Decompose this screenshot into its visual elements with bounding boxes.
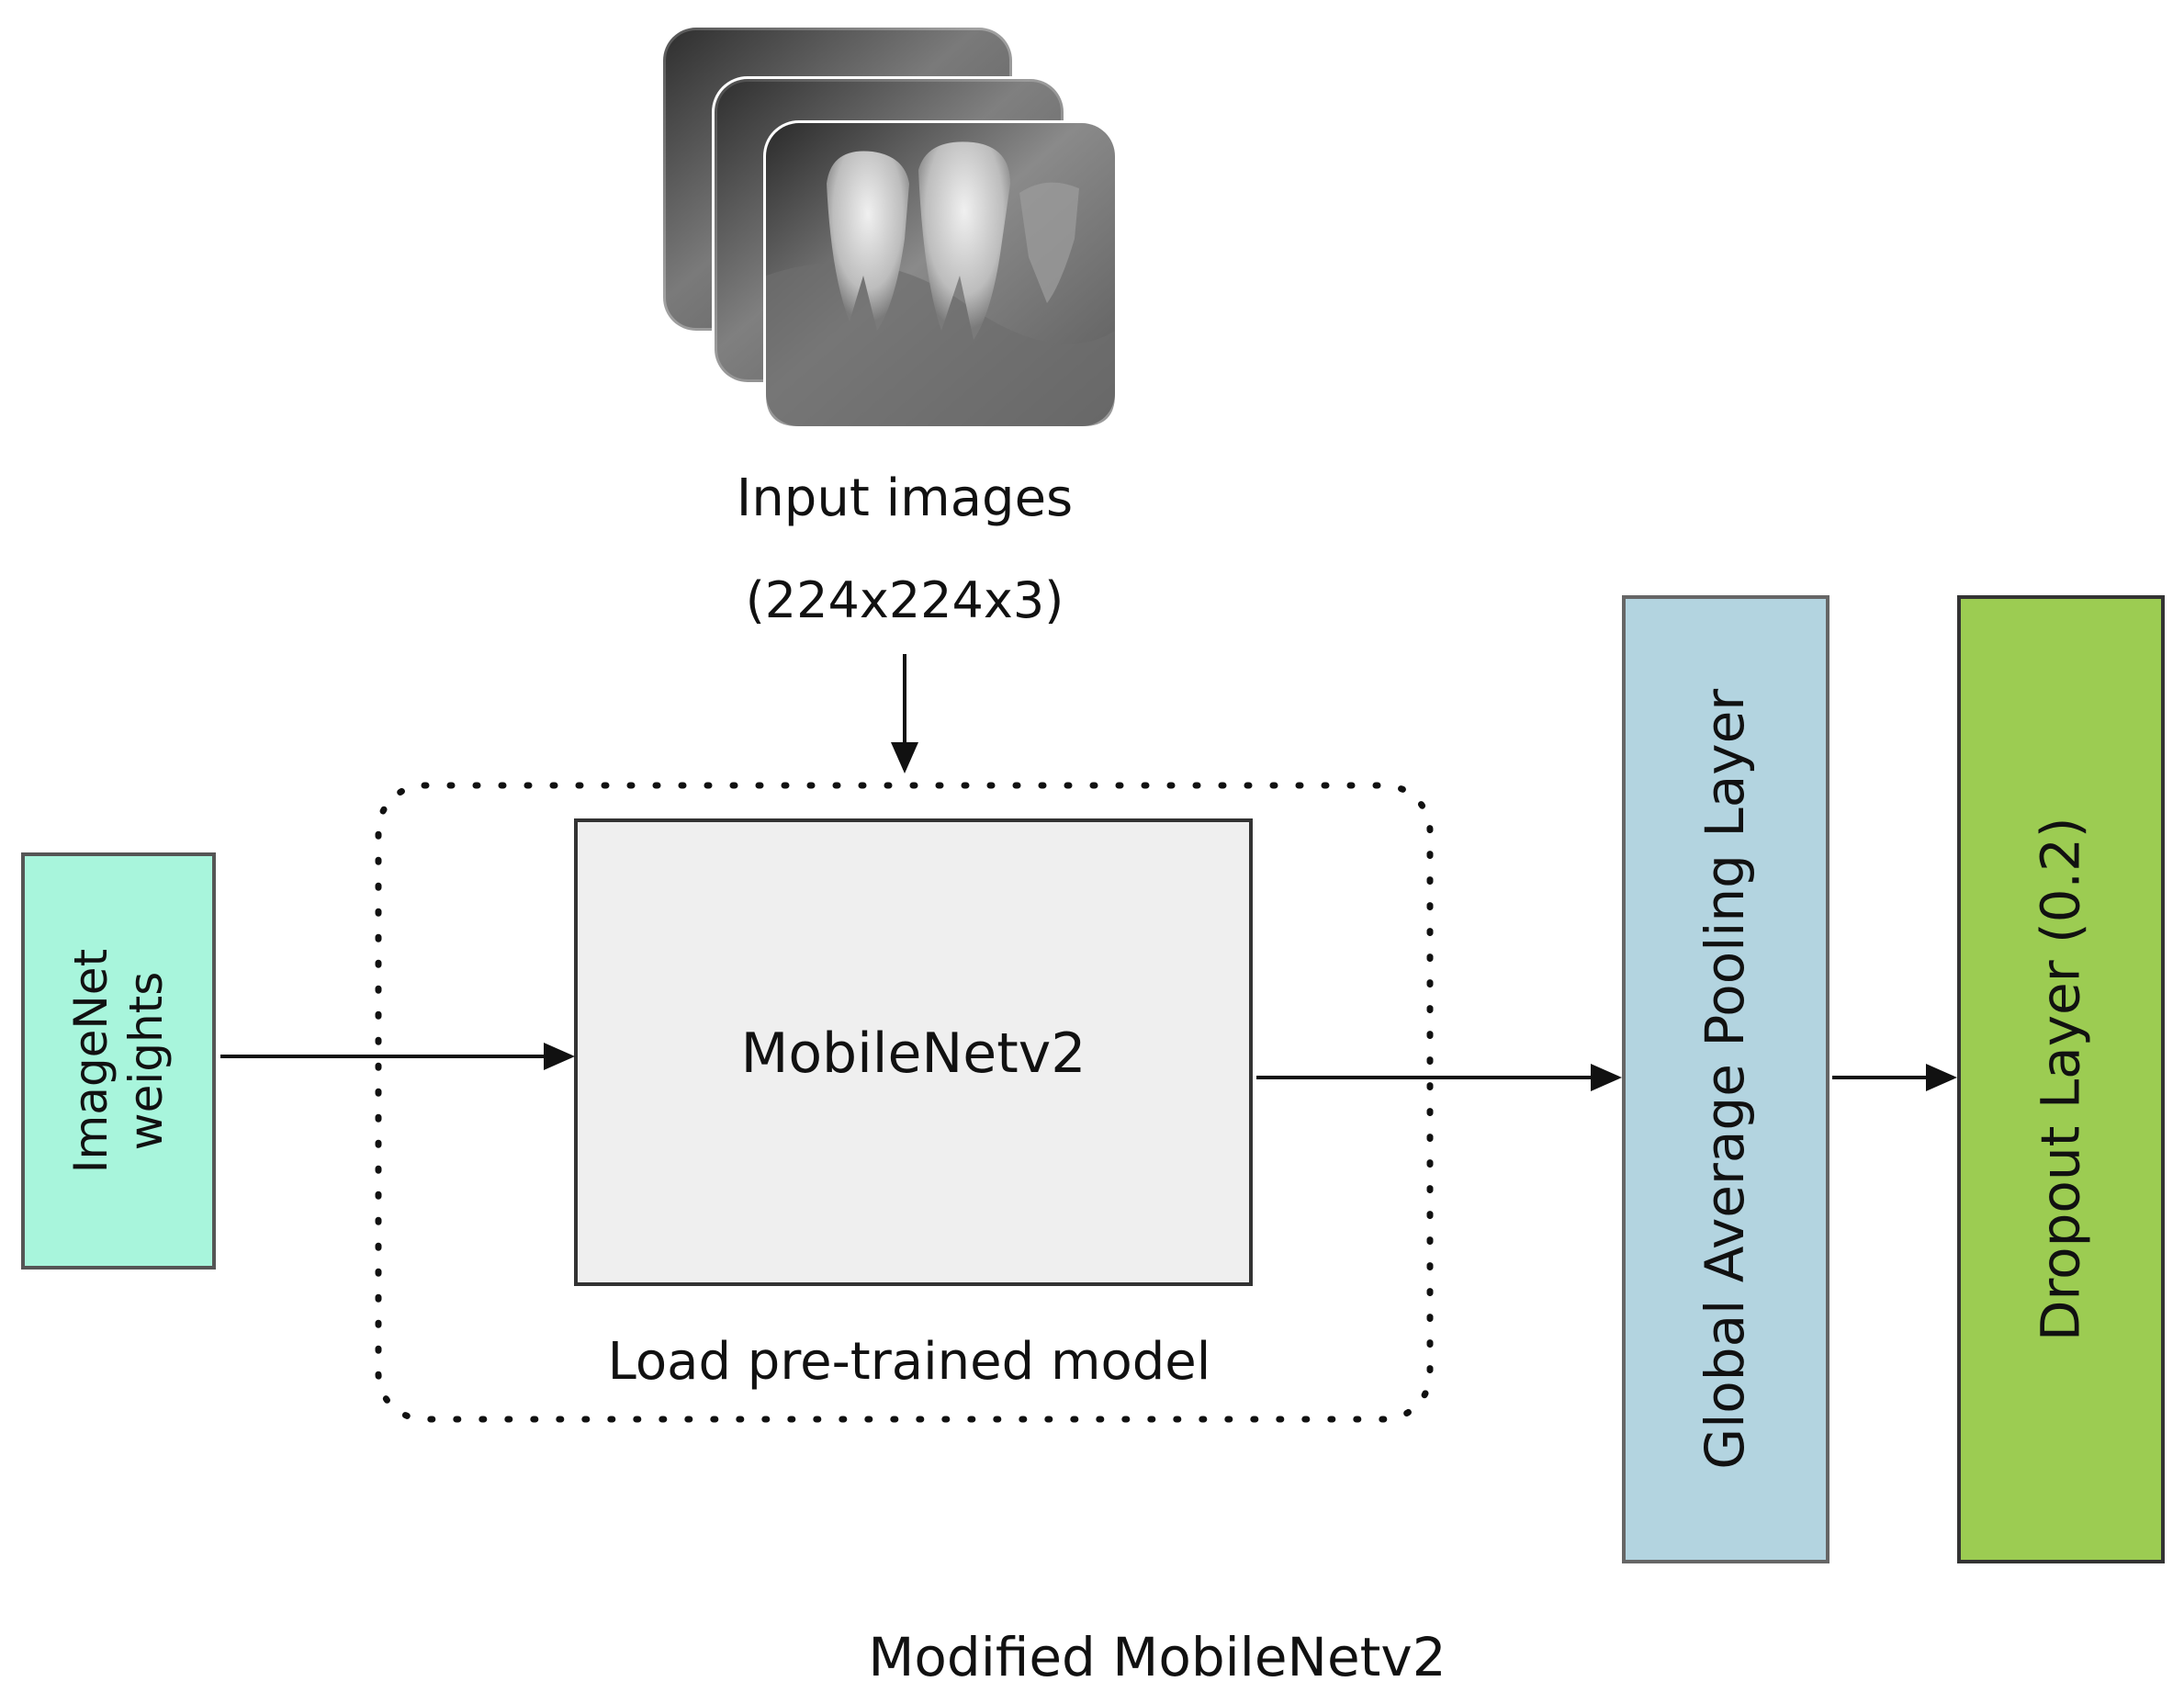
weights-box bbox=[21, 852, 216, 1270]
weights-label-line1: ImageNet bbox=[64, 948, 118, 1174]
pretrained-group-label: Load pre-trained model bbox=[607, 1332, 1211, 1392]
gap-layer-box bbox=[1622, 595, 1829, 1563]
dropout-layer-label: Dropout Layer (0.2) bbox=[2029, 817, 2092, 1342]
weights-label: ImageNet weights bbox=[23, 854, 214, 1268]
base-model-label: MobileNetv2 bbox=[740, 1021, 1086, 1086]
input-images-thumbnail bbox=[660, 25, 1118, 429]
base-model-box bbox=[574, 818, 1253, 1286]
dropout-layer-label-wrap: Dropout Layer (0.2) bbox=[1959, 597, 2163, 1562]
tooth-shape bbox=[827, 151, 909, 331]
dropout-layer-box bbox=[1957, 595, 2165, 1563]
gap-layer-label: Global Average Pooling Layer bbox=[1694, 689, 1757, 1470]
weights-label-line2: weights bbox=[119, 971, 173, 1151]
input-shape-label: (224x224x3) bbox=[745, 571, 1064, 629]
gap-layer-label-wrap: Global Average Pooling Layer bbox=[1624, 597, 1828, 1562]
input-images-label: Input images bbox=[736, 468, 1074, 528]
diagram-caption: Modified MobileNetv2 bbox=[868, 1626, 1447, 1688]
